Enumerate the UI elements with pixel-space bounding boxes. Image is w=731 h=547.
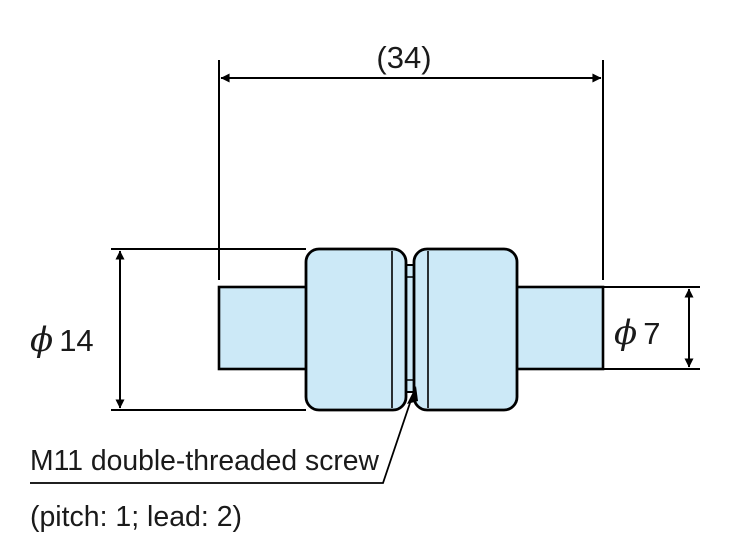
callout-screw-type: M11 double-threaded screw [30, 445, 380, 477]
diameter-symbol: ϕ [30, 320, 53, 360]
right-shaft [512, 285, 605, 371]
left-shaft [217, 285, 312, 371]
right-nut-body [412, 247, 519, 412]
callout-pitch-lead: (pitch: 1; lead: 2) [30, 501, 242, 533]
diameter-symbol: ϕ [614, 313, 637, 353]
callout-leader-line [30, 396, 413, 484]
callout-arrowhead [407, 386, 418, 404]
left-nut-body [304, 247, 408, 412]
length-label: (34) [376, 40, 431, 75]
